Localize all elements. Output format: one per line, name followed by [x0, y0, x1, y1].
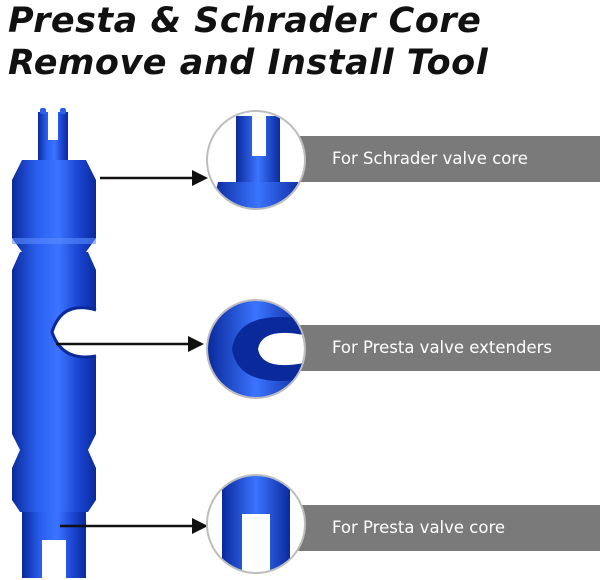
- schrader-tip-icon: [212, 116, 304, 208]
- lower-hex: [12, 450, 96, 512]
- callout-label: For Schrader valve core: [332, 149, 528, 168]
- schrader-tip: [38, 112, 68, 160]
- schrader-tip-detail-circle: [206, 110, 306, 210]
- arrow-to-presta-core-detail: [60, 518, 208, 534]
- title-line-2: Remove and Install Tool: [8, 43, 489, 83]
- callout-schrader-valve-core: For Schrader valve core: [272, 136, 600, 182]
- presta-core-end: [22, 512, 86, 578]
- extender-notch-detail-circle: [206, 299, 306, 399]
- callout-presta-valve-extenders: For Presta valve extenders: [272, 325, 600, 371]
- callout-label: For Presta valve extenders: [332, 338, 553, 357]
- arrow-to-extender-detail: [56, 336, 204, 352]
- callout-presta-valve-core: For Presta valve core: [272, 505, 600, 551]
- top-hex: [12, 160, 96, 252]
- valve-core-tool-image: [12, 108, 97, 578]
- title-line-1: Presta & Schrader Core: [8, 1, 482, 41]
- callout-label: For Presta valve core: [332, 518, 506, 537]
- arrow-to-schrader-detail: [100, 170, 208, 186]
- presta-extender-c-notch-icon: [208, 301, 304, 397]
- presta-core-detail-circle: [206, 474, 306, 574]
- middle-hex: [12, 252, 96, 450]
- presta-core-slotted-end-icon: [222, 476, 290, 572]
